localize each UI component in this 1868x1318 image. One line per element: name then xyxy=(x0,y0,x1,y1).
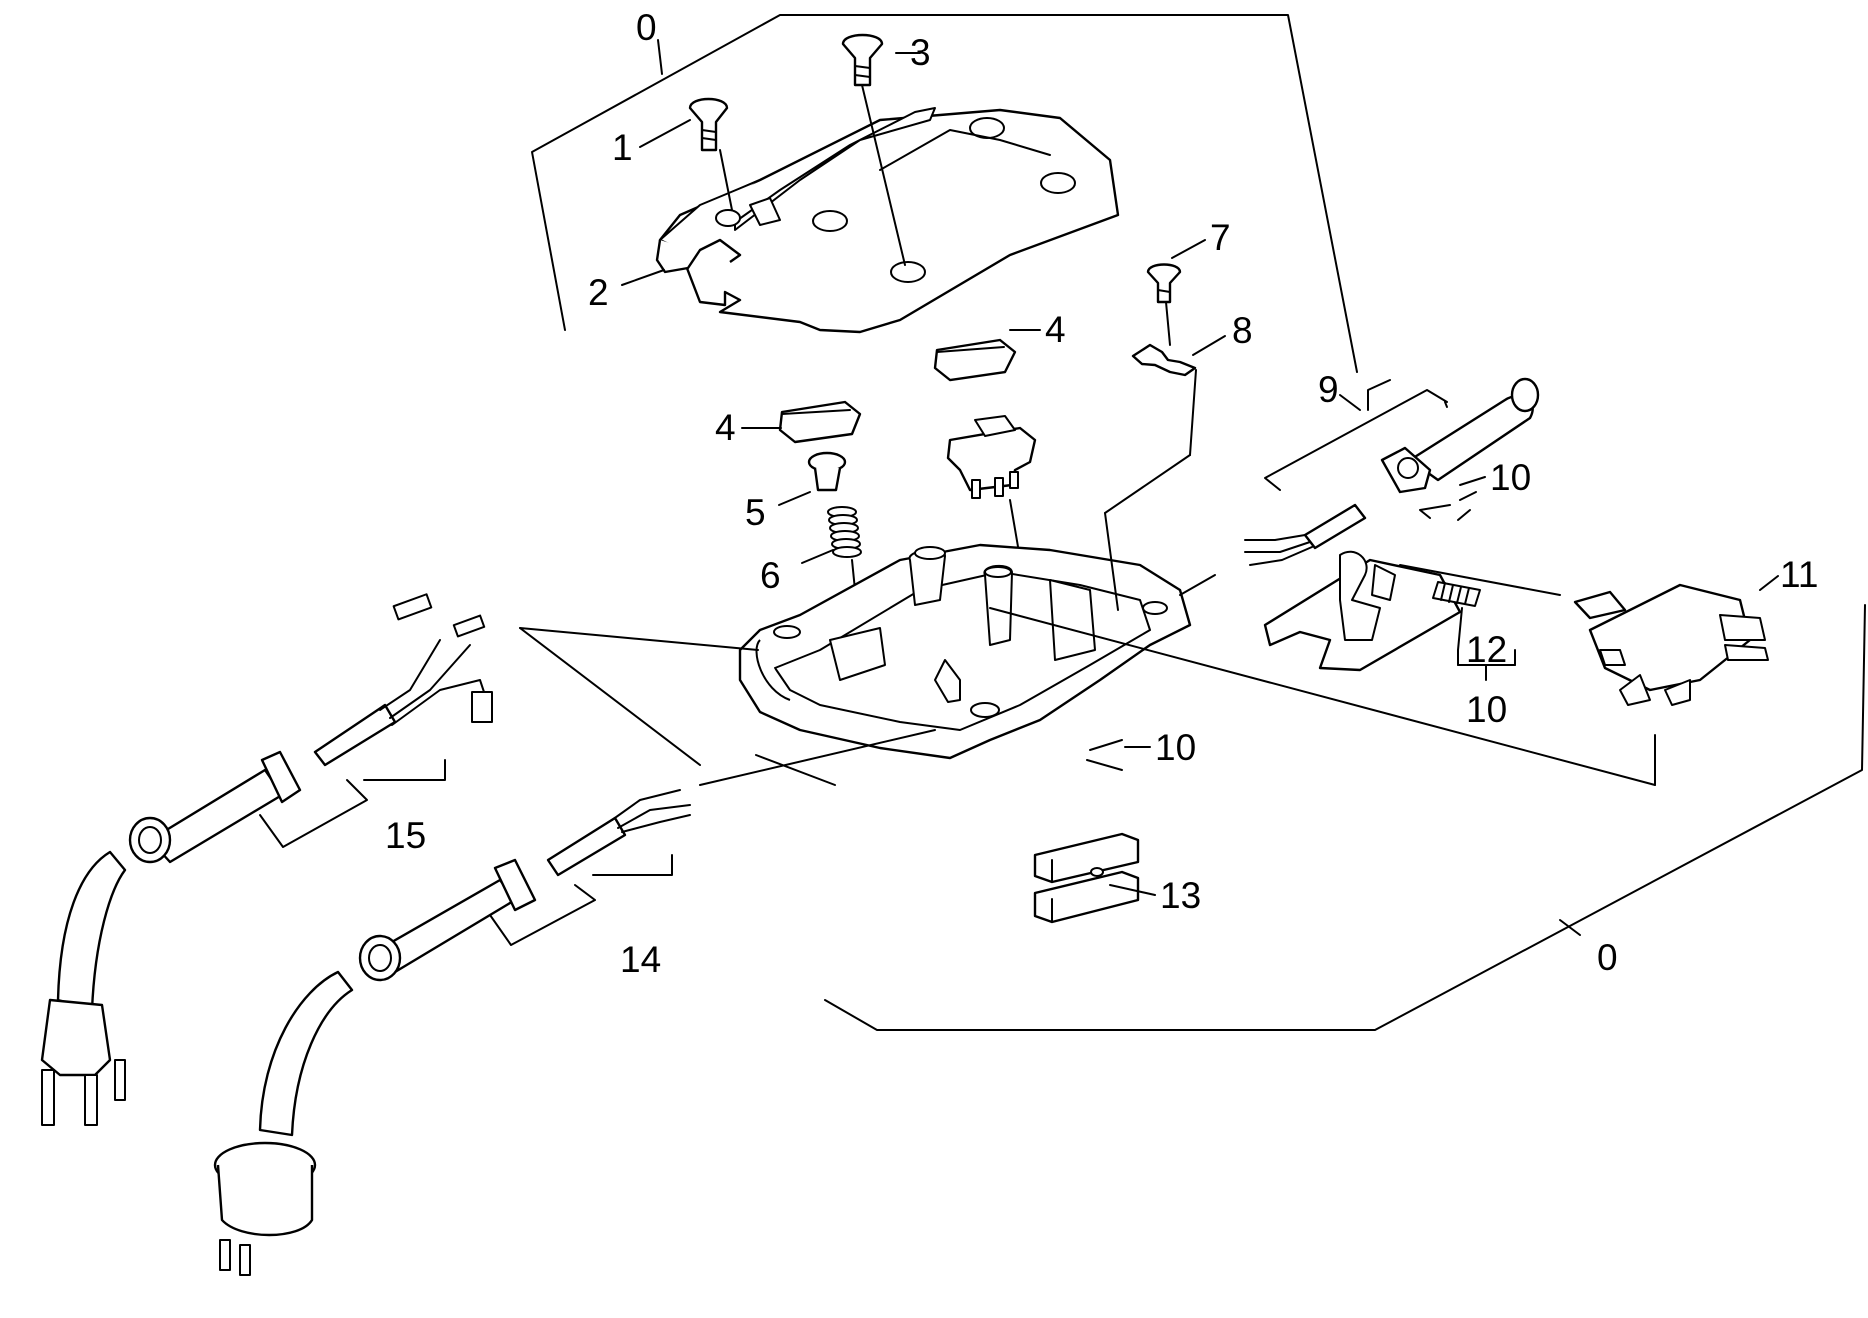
callout-11: 11 xyxy=(1780,554,1818,595)
motor-unit-part-11 xyxy=(1573,583,1769,706)
assembly-bracket-bottom xyxy=(824,604,1866,1031)
callout-9: 9 xyxy=(1318,369,1339,410)
callout-4-lower: 4 xyxy=(715,407,736,448)
callout-10-base: 10 xyxy=(1155,727,1196,768)
spring-cap-part-5 xyxy=(807,451,847,492)
callout-2: 2 xyxy=(588,272,609,313)
callout-10-spring: 10 xyxy=(1466,689,1507,730)
button-cap-part-4-upper xyxy=(933,338,1017,382)
callout-13: 13 xyxy=(1160,875,1201,916)
callout-8: 8 xyxy=(1232,310,1253,351)
assembly-bracket-top xyxy=(531,14,1358,373)
callout-0-top: 0 xyxy=(636,7,657,48)
callout-3: 3 xyxy=(910,32,931,73)
callout-4-upper: 4 xyxy=(1045,309,1066,350)
callout-7: 7 xyxy=(1210,217,1231,258)
spring-part-6 xyxy=(827,506,862,641)
screw-part-3 xyxy=(841,33,906,266)
callout-1: 1 xyxy=(612,127,633,168)
callout-6: 6 xyxy=(760,555,781,596)
cable-part-9 xyxy=(1244,377,1540,566)
base-housing xyxy=(738,543,1192,760)
rocker-switch xyxy=(946,415,1037,571)
power-cord-part-14 xyxy=(213,789,691,1276)
cable-clamp-part-8 xyxy=(1131,343,1197,456)
button-cap-part-4-lower xyxy=(778,400,862,444)
screw-part-7 xyxy=(1146,263,1182,346)
callout-12: 12 xyxy=(1466,629,1507,670)
callout-10-right: 10 xyxy=(1490,457,1531,498)
screw-part-1 xyxy=(688,97,733,211)
callout-0-bottom: 0 xyxy=(1597,937,1618,978)
callout-5: 5 xyxy=(745,492,766,533)
power-cord-part-15 xyxy=(40,593,493,1126)
latch-assembly xyxy=(1263,550,1462,672)
spring-part-12 xyxy=(1432,581,1481,607)
callout-15: 15 xyxy=(385,815,426,856)
top-cover-part xyxy=(655,107,1120,334)
block-part-13 xyxy=(1033,832,1140,924)
callout-14: 14 xyxy=(620,939,661,980)
